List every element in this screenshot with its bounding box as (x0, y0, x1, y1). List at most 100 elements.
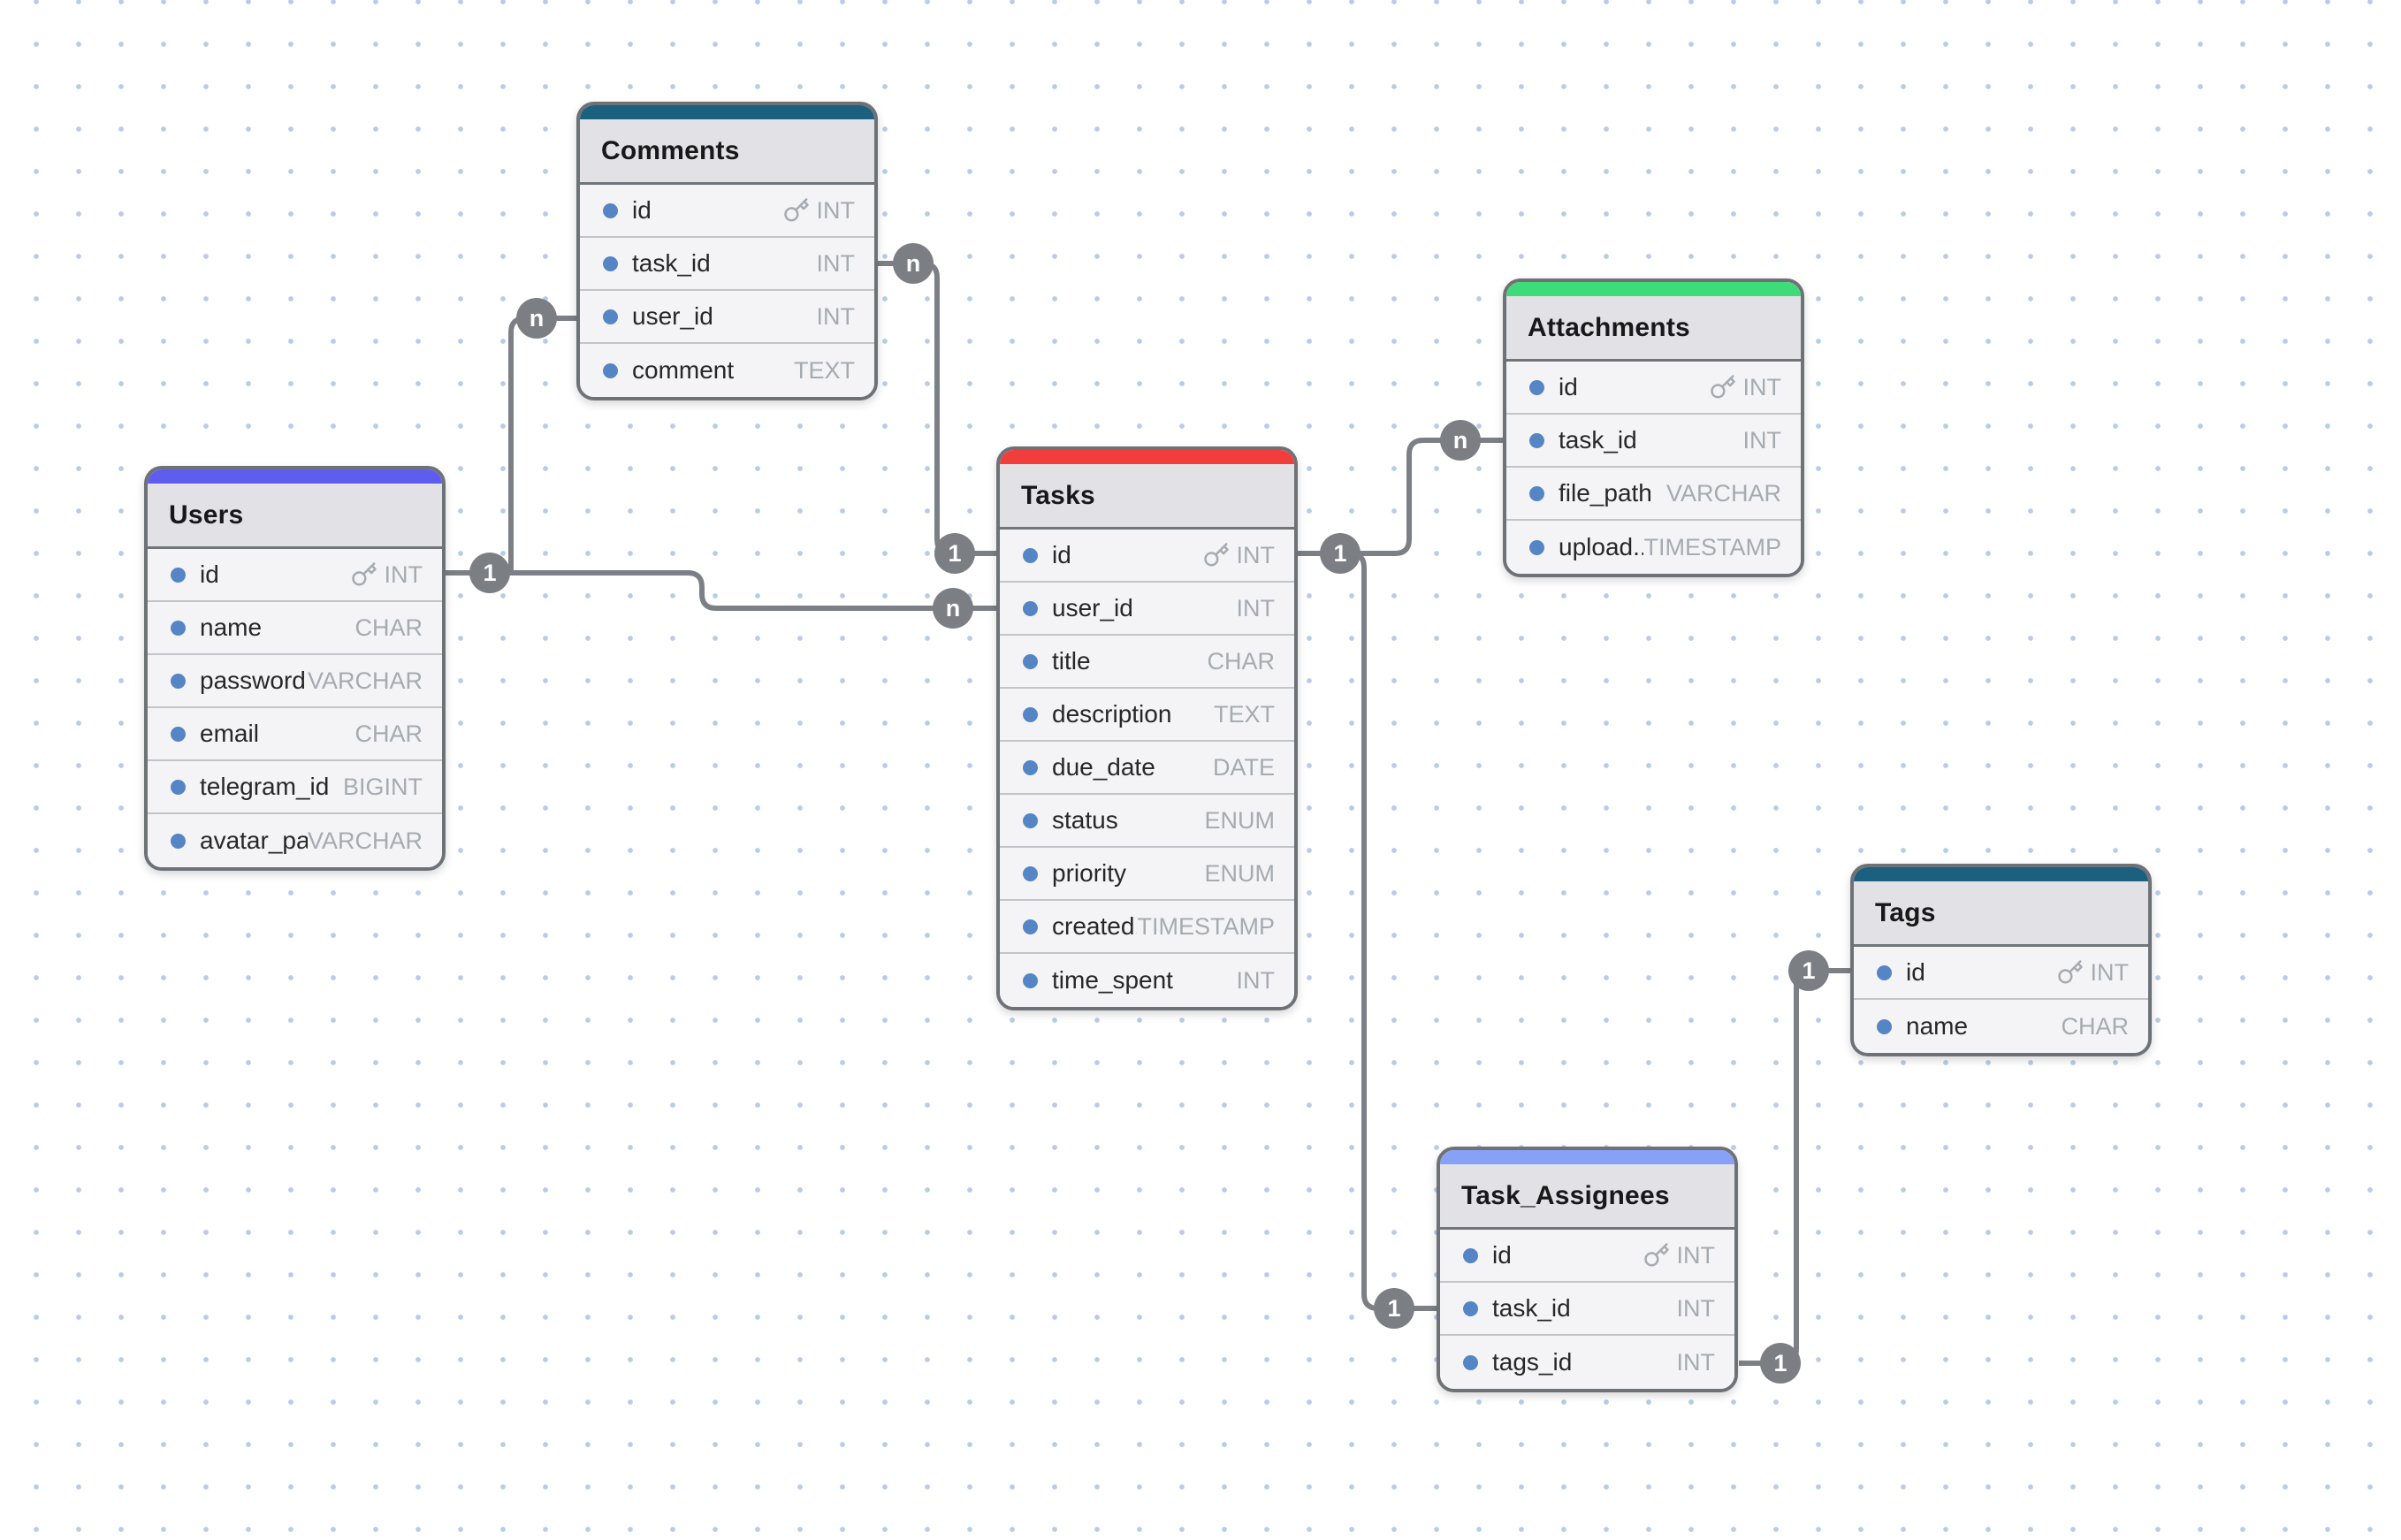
field-meta: TEXT (794, 357, 855, 385)
field-name: comment (632, 356, 735, 384)
field-name: id (1492, 1241, 1512, 1269)
field-row-id[interactable]: id INT (1440, 1230, 1734, 1283)
table-title: Tags (1854, 881, 2148, 947)
field-row-due_date[interactable]: due_date DATE (1000, 742, 1294, 795)
field-name: email (200, 720, 259, 747)
table-title: Task_Assignees (1440, 1164, 1734, 1230)
field-meta: INT (1710, 374, 1781, 401)
field-type: INT (1676, 1241, 1716, 1269)
field-name: due_date (1052, 753, 1155, 781)
field-dot (1023, 972, 1038, 988)
field-dot (1023, 600, 1038, 616)
primary-key-icon (1643, 1243, 1669, 1267)
relationship-line-comments-task_id-to-tasks-id[interactable] (878, 261, 996, 556)
field-row-id[interactable]: id INT (148, 549, 442, 602)
table-color-strip (1440, 1150, 1734, 1164)
table-title: Users (148, 484, 442, 549)
field-dot (171, 833, 186, 849)
field-dot (603, 309, 618, 324)
field-meta: INT (783, 197, 855, 225)
field-meta: INT (1677, 1295, 1716, 1323)
relationship-line-tasks-id-to-attachments-task_id[interactable] (1298, 438, 1503, 556)
field-type: CHAR (354, 614, 423, 641)
field-type: INT (384, 560, 423, 588)
field-dot (171, 779, 186, 795)
field-meta: VARCHAR (1666, 480, 1781, 507)
table-color-strip (1854, 867, 2148, 881)
field-dot (1023, 919, 1038, 934)
table-title: Tasks (1000, 464, 1294, 530)
field-name: id (200, 560, 219, 588)
field-name: name (200, 614, 263, 641)
field-type: INT (816, 249, 856, 277)
field-meta: INT (817, 303, 856, 331)
field-type: VARCHAR (307, 667, 423, 694)
field-name: status (1052, 806, 1118, 834)
field-meta: INT (1237, 967, 1276, 995)
field-meta: DATE (1213, 754, 1275, 781)
field-name: telegram_id (200, 773, 330, 800)
relationship-line-tasks-id-to-task_assignees-task_id[interactable] (1349, 551, 1437, 1311)
field-name: id (1052, 541, 1071, 568)
field-meta: VARCHAR (308, 667, 423, 695)
field-row-email[interactable]: email CHAR (148, 708, 442, 761)
relationship-line-users-id-to-comments-user_id[interactable] (508, 316, 576, 573)
relationship-line-users-id-to-tasks-user_id[interactable] (446, 570, 996, 611)
field-row-status[interactable]: status ENUM (1000, 795, 1294, 848)
field-meta: TEXT (1214, 701, 1275, 728)
field-dot (1529, 539, 1544, 555)
field-dot (603, 255, 618, 271)
field-name: user_id (1052, 594, 1133, 621)
primary-key-icon (783, 198, 809, 222)
field-type: ENUM (1204, 806, 1276, 834)
field-meta: TIMESTAMP (1137, 913, 1275, 941)
field-dot (171, 567, 186, 583)
field-name: upload... (1559, 533, 1643, 560)
field-type: TIMESTAMP (1643, 533, 1781, 560)
field-type: INT (1236, 541, 1276, 568)
field-row-comment[interactable]: comment TEXT (580, 344, 874, 397)
field-row-id[interactable]: id INT (1000, 530, 1294, 583)
field-row-created[interactable]: created...TIMESTAMP (1000, 901, 1294, 954)
table-title: Comments (580, 119, 874, 185)
relationship-line-tags-id-to-task_assignees-tags_id[interactable] (1739, 968, 1850, 1366)
field-meta: TIMESTAMP (1643, 534, 1781, 561)
field-meta: CHAR (354, 720, 423, 748)
field-row-avatar_pa[interactable]: avatar_pa...VARCHAR (148, 814, 442, 867)
field-name: priority (1052, 859, 1127, 887)
field-dot (1529, 485, 1544, 501)
field-type: INT (2090, 958, 2130, 986)
field-row-id[interactable]: id INT (1506, 362, 1801, 415)
field-dot (1023, 706, 1038, 722)
field-type: VARCHAR (1665, 479, 1781, 507)
table-color-strip (1506, 282, 1801, 296)
field-type: INT (1676, 1348, 1716, 1376)
field-row-upload[interactable]: upload...TIMESTAMP (1506, 521, 1801, 574)
field-dot (1023, 759, 1038, 775)
field-row-name[interactable]: name CHAR (148, 602, 442, 655)
field-name: id (1559, 373, 1578, 400)
